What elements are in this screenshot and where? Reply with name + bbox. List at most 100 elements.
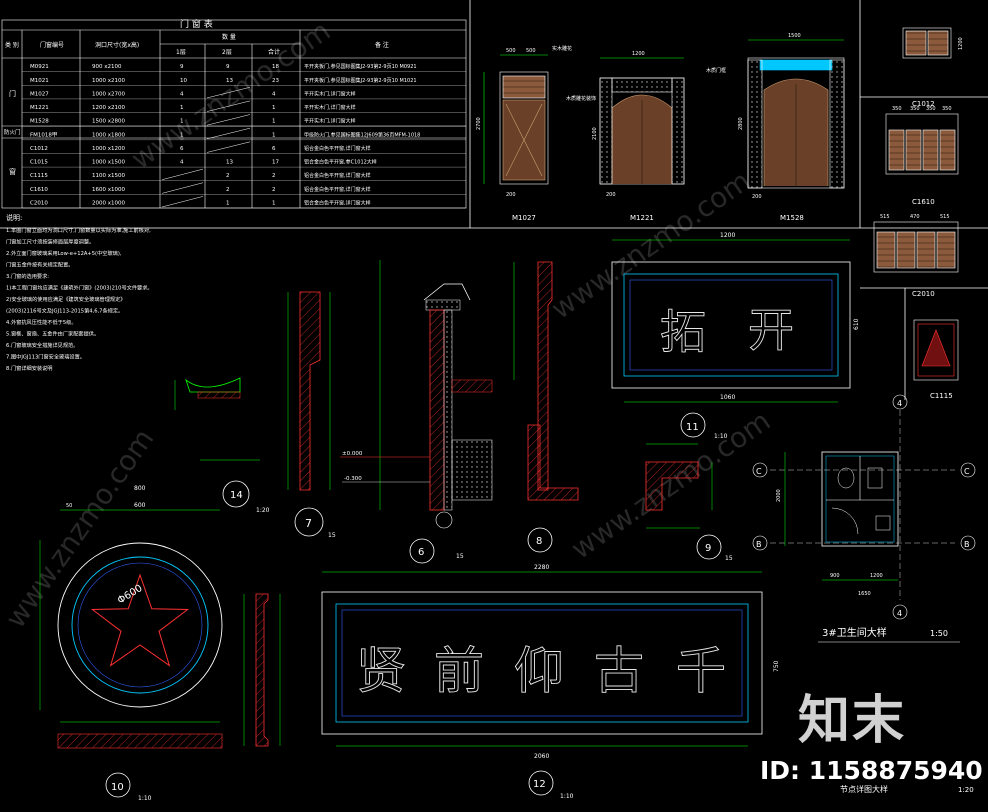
window-label-c1012: C1012 [912, 100, 935, 108]
notes-line: 门窗五金件按有关规定配置。 [6, 261, 73, 269]
plaque-small [611, 239, 851, 403]
table-cell-total: 1 [272, 105, 276, 111]
plaque-small-height: 610 [853, 318, 860, 330]
door-label-m1027: M1027 [512, 214, 536, 222]
door-m1528 [747, 39, 845, 189]
table-category-fire: 防火门 [4, 128, 21, 136]
detail-scale-12: 1:10 [560, 793, 574, 800]
detail-number-12: 12 [533, 779, 546, 790]
table-category-window: 窗 [9, 167, 16, 176]
table-cell-code: FM1018甲 [30, 131, 57, 138]
window-dim-c1610-a: 350 [892, 106, 902, 112]
window-dim-c1610-b: 350 [910, 106, 920, 112]
bathroom-scale: 1:50 [930, 629, 948, 638]
notes-line: 6.门窗玻璃安全措施详见规范。 [6, 341, 78, 349]
table-cell-f1: 6 [180, 146, 184, 152]
table-cell-note: 平开夹板门,参见国标图集J2-93第2-9页10 M1021 [304, 77, 417, 84]
medallion-margin: 50 [66, 503, 72, 509]
design-notes: 说明: 1.本图门窗立面均为洞口尺寸,门窗数量以实际为准,施工前核对,门窗加工尺… [6, 213, 153, 372]
table-cell-code: C1115 [30, 173, 48, 179]
table-cell-note: 甲级防火门,参见国标图集12J609第36页MFM-1018 [304, 131, 420, 138]
table-cell-f2: 2 [226, 173, 230, 179]
table-title: 门 窗 表 [180, 18, 213, 30]
detail-7-profile [287, 291, 331, 537]
window-dim-c2010-a: 515 [880, 214, 890, 220]
notes-line: 8.门窗详细安装说明 [6, 364, 52, 372]
table-header-note: 备 注 [375, 41, 389, 49]
table-header-type: 类 别 [5, 41, 19, 49]
bathroom-dim-b: 1650 [858, 591, 871, 597]
bathroom-dim-c: 1200 [870, 573, 883, 579]
table-cell-total: 1 [272, 119, 276, 125]
table-cell-size: 1000 x1500 [92, 160, 125, 166]
bathroom-plan [752, 394, 976, 620]
table-cell-size: 1100 x1500 [92, 173, 125, 179]
detail-scale-7: 15 [328, 532, 336, 539]
plaque-large-char-1: 贤 [356, 642, 406, 700]
table-cell-size: 1500 x2800 [92, 119, 125, 125]
door-dim-m1027-b: 500 [526, 48, 536, 54]
table-cell-total: 1 [272, 201, 276, 207]
notes-line: (2003)2116号文及JGJ113-2015第4,6,7条规定。 [6, 307, 123, 315]
plaque-large-height: 750 [773, 660, 780, 672]
notes-line: 2)安全玻璃的使用应满足《建筑安全玻璃管理规定》 [6, 295, 125, 303]
door-dim-m1221-b: 200 [606, 192, 616, 198]
bathroom-dim-d: 2000 [776, 489, 782, 502]
table-cell-size: 2000 x1000 [92, 201, 125, 207]
axis-b-left: B [756, 540, 762, 549]
detail-scale-14: 1:20 [256, 507, 270, 514]
table-cell-code: C1012 [30, 146, 48, 152]
detail-number-9: 9 [705, 543, 711, 554]
detail-number-11: 11 [686, 422, 699, 433]
door-dim-m1027-h: 2700 [476, 117, 482, 130]
detail-number-10: 10 [111, 782, 124, 793]
table-cell-size: 1200 x2100 [92, 105, 125, 111]
table-cell-size: 1000 x2100 [92, 78, 125, 84]
detail-6-wall-section [340, 260, 493, 564]
notes-line: 5.窗框、窗扇、五金件由厂家配套提供。 [6, 330, 99, 338]
table-cell-total: 23 [272, 78, 279, 84]
notes-line: 4.外窗抗风压性能不低于5级。 [6, 318, 77, 326]
table-cell-f1: 4 [180, 91, 184, 97]
table-cell-total: 6 [272, 146, 276, 152]
table-cell-total: 4 [272, 91, 276, 97]
table-cell-note: 铝合金白色平开窗,参C1012大样 [304, 159, 377, 166]
notes-line: 1)本工程门窗均应满足《建筑外门窗》(2003)210号文件要求。 [6, 284, 153, 292]
table-cell-size: 1600 x1000 [92, 187, 125, 193]
window-dim-c1610-d: 350 [942, 106, 952, 112]
bathroom-dim-a: 900 [830, 573, 840, 579]
detail-number-6: 6 [418, 547, 424, 558]
plaque-large-char-3: 仰 [514, 642, 564, 700]
detail-9-corner [645, 412, 722, 560]
plaque-small-char-2: 开 [748, 303, 794, 357]
level-zero: ±0.000 [342, 451, 363, 457]
table-header-code: 门窗编号 [40, 41, 64, 49]
door-dim-m1528-w: 1500 [788, 33, 801, 39]
window-label-c1115: C1115 [930, 392, 953, 400]
bottom-scale: 1:20 [958, 786, 974, 794]
notes-line: 3.门窗的选用要求: [6, 272, 49, 280]
window-c1012 [902, 27, 952, 59]
table-cell-code: C1610 [30, 187, 48, 193]
watermark: www.znzmo.com [545, 164, 756, 326]
table-cell-size: 1000 x1800 [92, 132, 125, 138]
notes-line: 门窗加工尺寸须按装修面层厚度调整。 [6, 238, 94, 246]
window-dim-c1012-h: 1200 [958, 37, 964, 50]
plaque-large-char-4: 古 [594, 642, 644, 700]
detail-14-eave [174, 377, 260, 508]
door-label-m1221: M1221 [630, 214, 654, 222]
plaque-large [321, 571, 763, 796]
table-header-qty: 数 量 [222, 33, 236, 41]
watermark: www.znzmo.com [0, 423, 160, 634]
detail-scale-6: 15 [456, 553, 464, 560]
door-dim-m1528-b: 200 [752, 194, 762, 200]
table-cell-f2: 13 [226, 160, 233, 166]
axis-b-right: B [964, 540, 970, 549]
table-cell-size: 900 x2100 [92, 64, 122, 70]
door-dim-m1027-c: 200 [506, 192, 516, 198]
table-cell-f1: 4 [180, 160, 184, 166]
detail-number-7: 7 [305, 517, 312, 530]
door-dim-m1221-w: 1200 [632, 51, 645, 57]
table-cell-f1: 9 [180, 64, 184, 70]
